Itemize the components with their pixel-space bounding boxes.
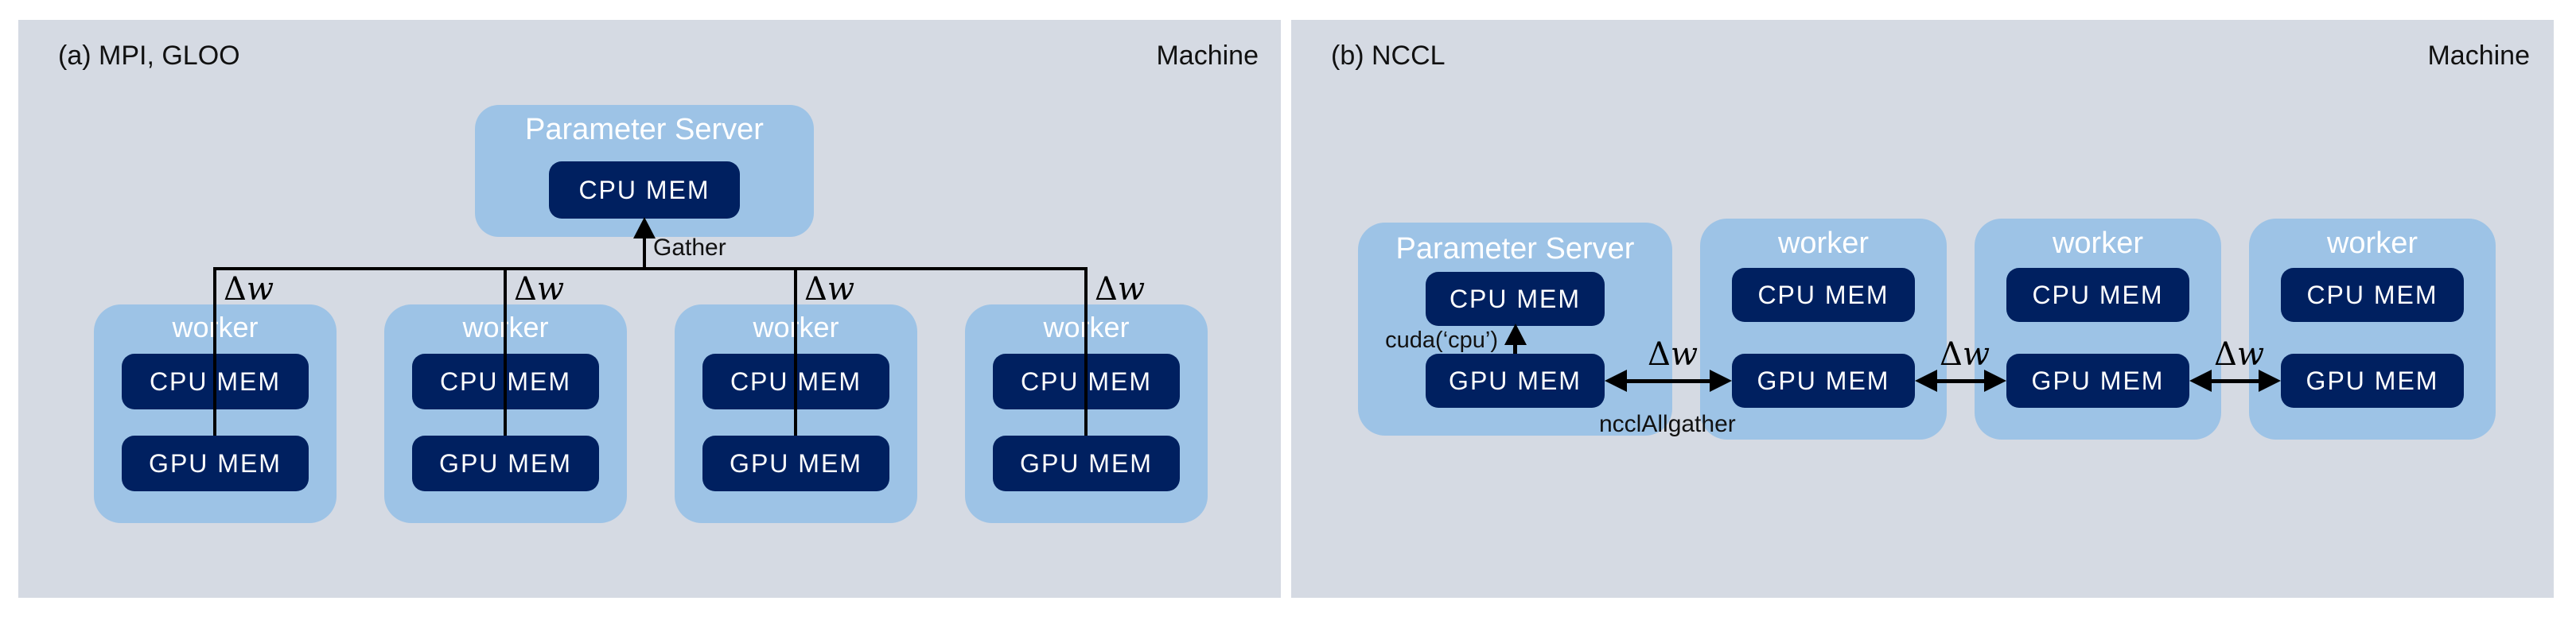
panel-a-machine-label: Machine <box>1156 41 1259 71</box>
panel-b-parameter-server-title: Parameter Server <box>1395 232 1635 266</box>
worker-gpu-mem-box: GPU MEM <box>1732 354 1915 408</box>
arrow-left-head-icon <box>2189 370 2212 392</box>
arrow-left-head-icon <box>1915 370 1937 392</box>
panel-b-worker-1-box: worker CPU MEM GPU MEM <box>1700 219 1947 440</box>
panel-a-ps-cpu-mem-label: CPU MEM <box>578 175 710 204</box>
worker-title: worker <box>2052 227 2144 260</box>
panel-b-ps-gpu-mem-box: GPU MEM <box>1426 354 1605 408</box>
allgather-arrow-w2-w3 <box>2189 370 2281 392</box>
panel-a-mpi-gloo: (a) MPI, GLOO Machine Parameter Server C… <box>18 20 1281 598</box>
arrow-right-head-icon <box>1710 370 1732 392</box>
delta-w-label-a1: Δw <box>224 271 274 308</box>
worker-cpu-mem-label: CPU MEM <box>2306 280 2438 309</box>
worker-gpu-mem-box: GPU MEM <box>702 436 889 491</box>
worker-cpu-mem-label: CPU MEM <box>1757 280 1889 309</box>
delta-w-label-b3: Δw <box>2214 336 2265 373</box>
ps-cpu-mem-label: CPU MEM <box>1449 284 1582 313</box>
worker-gpu-mem-box: GPU MEM <box>2281 354 2464 408</box>
cuda-cpu-label: cuda(‘cpu’) <box>1385 328 1498 353</box>
worker-gpu-mem-label: GPU MEM <box>149 448 282 478</box>
cuda-transfer-arrow-line <box>1513 341 1517 354</box>
delta-w-label-a2: Δw <box>514 271 565 308</box>
arrow-right-head-icon <box>1984 370 2006 392</box>
panel-b-ps-cpu-mem-box: CPU MEM <box>1426 272 1605 326</box>
worker-gpu-mem-box: GPU MEM <box>2006 354 2189 408</box>
nccl-allgather-label: ncclAllgather <box>1599 411 1736 437</box>
panel-b-worker-2-box: worker CPU MEM GPU MEM <box>1975 219 2221 440</box>
worker-cpu-mem-box: CPU MEM <box>2281 268 2464 322</box>
bus-line <box>214 267 1088 270</box>
worker-gpu-mem-label: GPU MEM <box>2306 366 2439 395</box>
worker-4-link-line <box>1084 267 1088 436</box>
worker-2-link-line <box>504 267 507 436</box>
worker-gpu-mem-label: GPU MEM <box>2031 366 2165 395</box>
arrow-left-head-icon <box>1605 370 1627 392</box>
worker-cpu-mem-label: CPU MEM <box>2032 280 2164 309</box>
panel-b-nccl: (b) NCCL Machine Parameter Server CPU ME… <box>1291 20 2554 598</box>
gather-label: Gather <box>653 235 726 261</box>
worker-gpu-mem-label: GPU MEM <box>1757 366 1890 395</box>
gather-arrow-line <box>643 235 646 270</box>
worker-3-link-line <box>794 267 797 436</box>
delta-w-label-a4: Δw <box>1095 271 1146 308</box>
panel-b-worker-3-box: worker CPU MEM GPU MEM <box>2249 219 2496 440</box>
panel-b-machine-label: Machine <box>2427 41 2530 71</box>
worker-gpu-mem-label: GPU MEM <box>439 448 572 478</box>
panel-a-parameter-server-title: Parameter Server <box>525 113 764 146</box>
panel-b-label: (b) NCCL <box>1331 41 1446 71</box>
panel-a-parameter-server-box: Parameter Server CPU MEM <box>475 105 814 237</box>
worker-title: worker <box>1777 227 1870 260</box>
delta-w-label-b1: Δw <box>1648 336 1699 373</box>
panel-b-parameter-server-box: Parameter Server CPU MEM GPU MEM <box>1358 223 1672 436</box>
gather-arrow-head-icon <box>633 217 656 238</box>
arrow-right-head-icon <box>2259 370 2281 392</box>
allgather-arrow-ps-w1 <box>1605 370 1732 392</box>
worker-title: worker <box>2326 227 2418 260</box>
worker-gpu-mem-box: GPU MEM <box>122 436 309 491</box>
panel-a-label: (a) MPI, GLOO <box>58 41 240 71</box>
worker-gpu-mem-label: GPU MEM <box>1020 448 1153 478</box>
arrow-line <box>1609 379 1727 383</box>
worker-cpu-mem-box: CPU MEM <box>1732 268 1915 322</box>
arrow-line <box>1920 379 2002 383</box>
ps-gpu-mem-label: GPU MEM <box>1449 366 1582 395</box>
worker-gpu-mem-box: GPU MEM <box>412 436 599 491</box>
panel-a-ps-cpu-mem-box: CPU MEM <box>549 161 740 219</box>
delta-w-label-b2: Δw <box>1940 336 1990 373</box>
worker-gpu-mem-box: GPU MEM <box>993 436 1180 491</box>
delta-w-label-a3: Δw <box>804 271 855 308</box>
worker-1-link-line <box>213 267 216 436</box>
worker-cpu-mem-box: CPU MEM <box>2006 268 2189 322</box>
cuda-transfer-arrow-head-icon <box>1504 324 1527 345</box>
arrow-line <box>2194 379 2276 383</box>
allgather-arrow-w1-w2 <box>1915 370 2006 392</box>
worker-gpu-mem-label: GPU MEM <box>730 448 862 478</box>
